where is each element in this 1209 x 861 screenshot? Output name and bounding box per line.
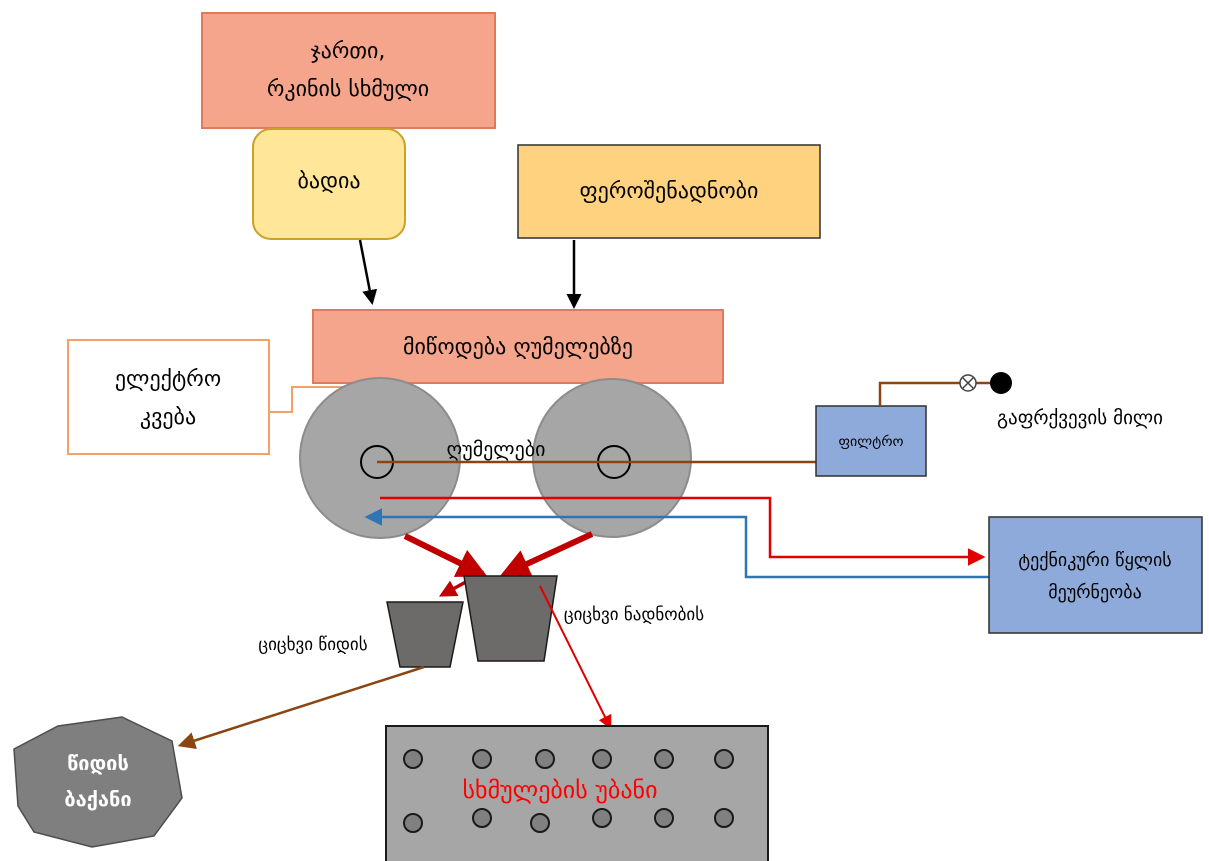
water-return-line (364, 508, 989, 579)
feed-label: მიწოდება ღუმელებზე (403, 335, 633, 360)
alloy-ladle-label: ციცხვი ნადნობის (564, 605, 704, 625)
ferroalloys-box (517, 144, 821, 239)
water-box (988, 516, 1203, 634)
water-line-2: მეურნეობა (1048, 582, 1141, 603)
casting-mold (403, 749, 423, 769)
exhaust-label: გაფრქვევის მილი (997, 407, 1163, 429)
casting-mold (530, 813, 550, 833)
casting-mold (535, 749, 555, 769)
left-furnace-tap-arrow (403, 533, 488, 577)
power-connector (269, 386, 348, 413)
alloy-to-casting-arrow (539, 585, 612, 730)
filter-label: ფილტრო (838, 433, 903, 450)
slag-dump (13, 716, 183, 848)
exhaust-stack-icon (990, 372, 1012, 394)
casting-mold (714, 749, 734, 769)
exhaust-line (878, 381, 999, 406)
slag-dump-line-1: წიდის (67, 751, 129, 775)
casting-mold (654, 808, 674, 828)
casting-label: სხმულების უბანი (462, 776, 657, 804)
casting-mold (472, 749, 492, 769)
water-line-1: ტექნიკური წყლის (1018, 550, 1171, 571)
raw-material-box (201, 12, 496, 129)
casting-molds (403, 749, 734, 833)
casting-mold (592, 808, 612, 828)
casting-mold (714, 808, 734, 828)
casting-mold (403, 813, 423, 833)
furnaces-label: ღუმელები (447, 437, 546, 461)
feed-box (312, 309, 724, 384)
slag-ladle-label: ციცხვი წიდის (258, 635, 367, 655)
power-box (67, 339, 270, 455)
furnace-left (299, 377, 461, 539)
water-supply-line (380, 496, 986, 566)
furnace-right (532, 378, 692, 538)
power-line-1: ელექტრო (115, 367, 221, 392)
ferroalloys-label: ფეროშენადნობი (580, 179, 759, 204)
raw-material-line-1: ჯართი, (311, 39, 386, 64)
exhaust-valve-cross-b (961, 376, 975, 390)
slag-dump-line-2: ბაქანი (64, 787, 131, 811)
flux-to-feed-arrow (358, 239, 378, 305)
flux-box (252, 128, 406, 240)
alloy-ladle (463, 575, 558, 662)
casting-area (385, 725, 769, 861)
casting-mold (654, 749, 674, 769)
right-furnace-tap-arrow (499, 531, 594, 578)
filter-box (815, 405, 927, 477)
flux-label: ბადია (297, 169, 360, 194)
slag-ladle (386, 601, 464, 668)
slag-to-dump-arrow (177, 665, 425, 750)
raw-material-line-2: რკინის სხმული (267, 77, 429, 102)
casting-mold (592, 749, 612, 769)
casting-mold (472, 808, 492, 828)
power-line-2: კვება (140, 405, 196, 430)
